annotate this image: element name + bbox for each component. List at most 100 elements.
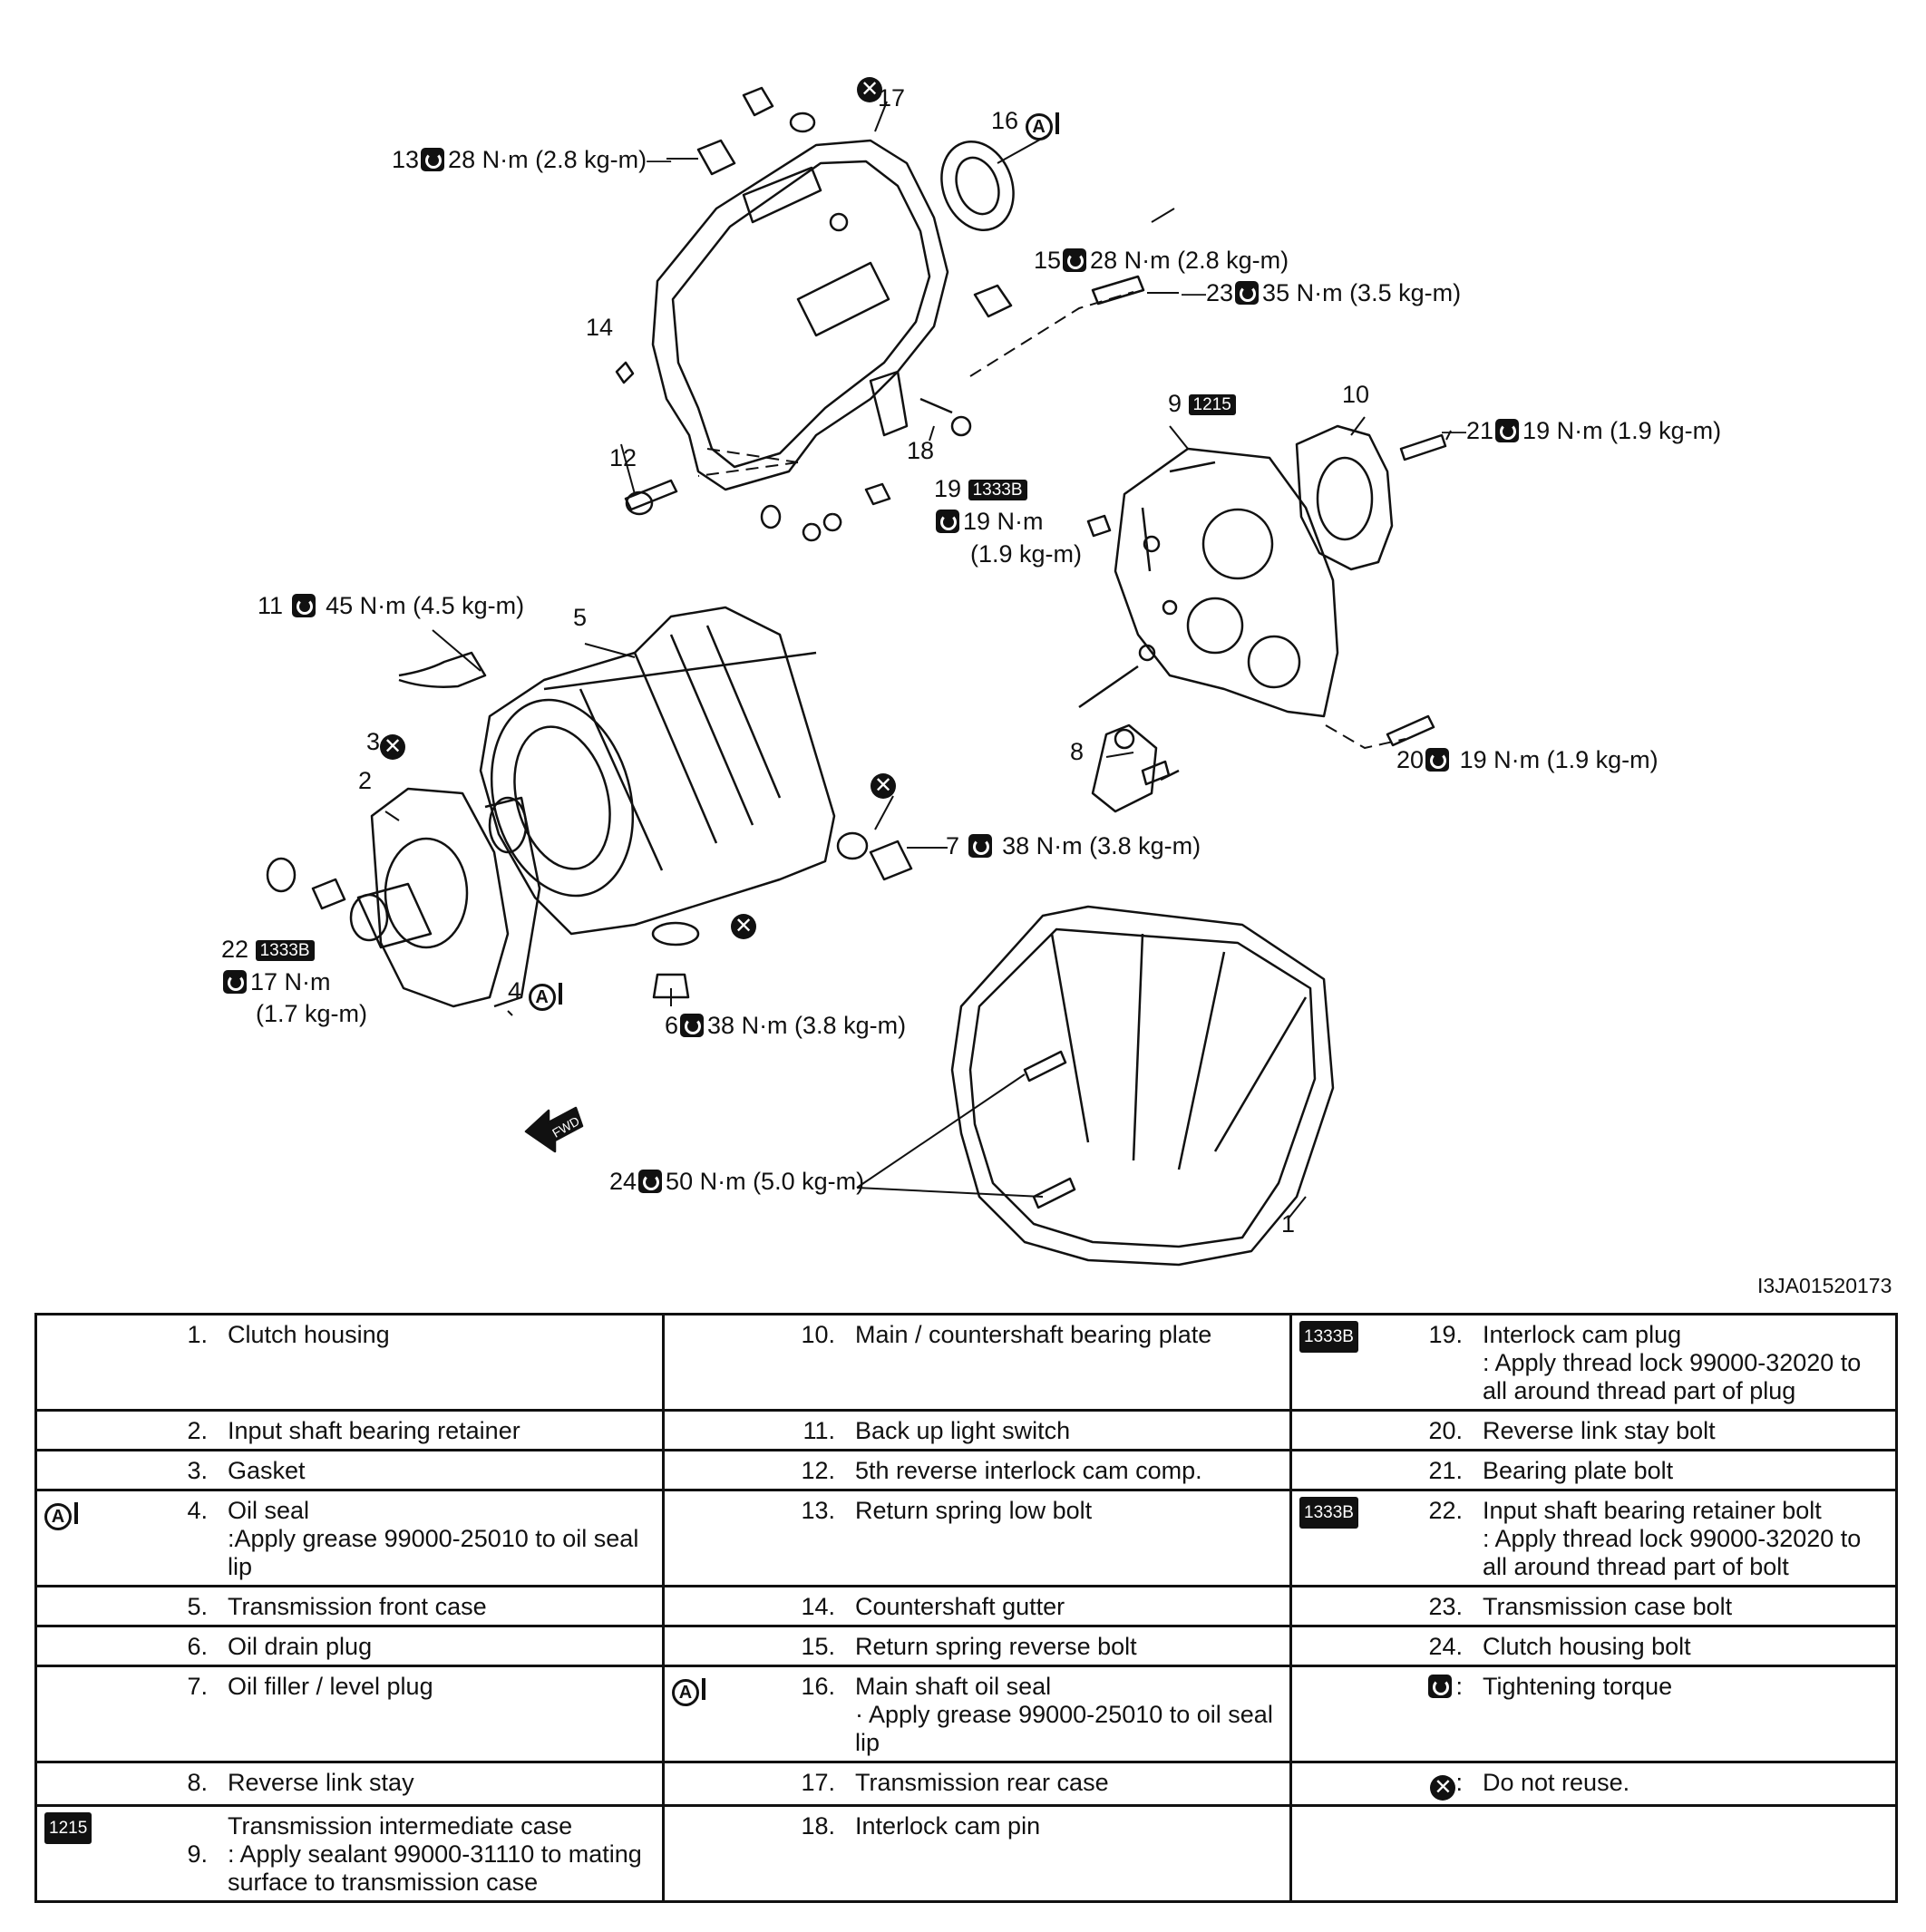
legend-cell: 23.Transmission case bolt bbox=[1289, 1585, 1898, 1627]
clutch-housing-part bbox=[950, 905, 1335, 1267]
grease-icon: A bbox=[528, 981, 562, 1011]
torque-icon bbox=[1428, 1675, 1453, 1698]
legend-cell: 5.Transmission front case bbox=[34, 1585, 665, 1627]
rear-case-part bbox=[651, 139, 949, 491]
legend-cell: :Tightening torque bbox=[1289, 1665, 1898, 1763]
torque-icon bbox=[680, 1014, 705, 1037]
callout-19-torque: 19 N·m bbox=[934, 510, 1044, 534]
legend-cell: 8.Reverse link stay bbox=[34, 1761, 665, 1807]
legend-cell: 10.Main / countershaft bearing plate bbox=[662, 1313, 1292, 1412]
legend-cell: ✕:Do not reuse. bbox=[1289, 1761, 1898, 1807]
do-not-reuse-icon-7: ✕ bbox=[871, 769, 896, 799]
do-not-reuse-icon: ✕ bbox=[857, 73, 882, 102]
legend-cell: 13.Return spring low bolt bbox=[662, 1489, 1292, 1587]
callout-18: 18 bbox=[907, 437, 935, 464]
parts-drawing bbox=[266, 86, 1452, 1267]
do-not-reuse-icon: ✕ bbox=[1430, 1775, 1456, 1801]
figure-code: I3JA01520173 bbox=[1757, 1274, 1892, 1297]
callout-4: 4 A bbox=[508, 979, 562, 1011]
torque-icon bbox=[291, 594, 316, 617]
legend-cell: 7.Oil filler / level plug bbox=[34, 1665, 665, 1763]
callout-8: 8 bbox=[1070, 738, 1085, 765]
grease-icon: A bbox=[44, 1499, 78, 1530]
torque-icon bbox=[1425, 748, 1450, 772]
legend-cell: 21.Bearing plate bolt bbox=[1289, 1449, 1898, 1491]
callout-9: 9 1215 bbox=[1168, 392, 1236, 416]
callout-3: 3✕ bbox=[366, 730, 406, 760]
table-row: 5.Transmission front case 14.Countershaf… bbox=[34, 1585, 1898, 1627]
parts-legend-table: 1.Clutch housing 10.Main / countershaft … bbox=[34, 1313, 1898, 1903]
table-row: 3.Gasket 12.5th reverse interlock cam co… bbox=[34, 1449, 1898, 1491]
do-not-reuse-washer-markers bbox=[760, 504, 782, 529]
callout-14: 14 bbox=[586, 314, 614, 341]
assembly-guide-lines bbox=[697, 291, 1406, 749]
torque-icon bbox=[968, 834, 992, 858]
legend-cell: 11.Back up light switch bbox=[662, 1409, 1292, 1451]
legend-cell: 14.Countershaft gutter bbox=[662, 1585, 1292, 1627]
callout-12: 12 bbox=[609, 444, 637, 471]
sealant-icon: 1215 bbox=[1188, 394, 1236, 415]
bearing-retainer-part bbox=[349, 787, 541, 1008]
legend-cell: 17.Transmission rear case bbox=[662, 1761, 1292, 1807]
legend-cell: 18.Interlock cam pin bbox=[662, 1804, 1292, 1903]
torque-icon bbox=[1063, 248, 1087, 272]
do-not-reuse-icon: ✕ bbox=[380, 734, 406, 760]
torque-icon bbox=[936, 510, 959, 533]
intermediate-case-part bbox=[1086, 447, 1339, 718]
legend-cell: 1.Clutch housing bbox=[34, 1313, 665, 1412]
threadlock-icon: 1333B bbox=[255, 940, 315, 961]
legend-cell: 3.Gasket bbox=[34, 1449, 665, 1491]
callout-1: 1 bbox=[1281, 1210, 1296, 1238]
switch-11-part bbox=[398, 651, 487, 688]
torque-icon bbox=[223, 970, 247, 994]
callout-17: 17 bbox=[878, 84, 906, 112]
legend-cell: 20.Reverse link stay bolt bbox=[1289, 1409, 1898, 1451]
table-row: 6.Oil drain plug 15.Return spring revers… bbox=[34, 1625, 1898, 1667]
callout-22: 22 1333B bbox=[221, 937, 315, 962]
legend-cell: 2.Input shaft bearing retainer bbox=[34, 1409, 665, 1451]
legend-cell: 12.5th reverse interlock cam comp. bbox=[662, 1449, 1292, 1491]
reverse-link-stay-part bbox=[1078, 665, 1180, 813]
torque-icon bbox=[421, 148, 445, 171]
callout-10: 10 bbox=[1342, 381, 1370, 408]
callout-22-torque: 17 N·m bbox=[221, 970, 331, 995]
front-case-part bbox=[479, 606, 836, 936]
leader-lines bbox=[384, 101, 1452, 1220]
callout-19-torque-kgm: (1.9 kg-m) bbox=[970, 540, 1083, 568]
table-row: 2.Input shaft bearing retainer 11.Back u… bbox=[34, 1409, 1898, 1451]
bearing-plate-part bbox=[1295, 424, 1447, 571]
callout-5: 5 bbox=[573, 604, 588, 631]
main-shaft-oil-seal-part bbox=[940, 141, 1015, 231]
bolt-20-part bbox=[1386, 714, 1435, 747]
plug-parts-top bbox=[615, 86, 1145, 542]
oil-seal-4-part bbox=[488, 796, 528, 854]
legend-cell: 15.Return spring reverse bolt bbox=[662, 1625, 1292, 1667]
threadlock-icon: 1333B bbox=[1299, 1497, 1358, 1529]
legend-cell bbox=[1289, 1804, 1898, 1903]
callout-19: 19 1333B bbox=[934, 477, 1027, 501]
legend-cell: 6.Oil drain plug bbox=[34, 1625, 665, 1667]
callout-20: 20 19 N·m (1.9 kg-m) bbox=[1396, 746, 1658, 773]
callout-2: 2 bbox=[358, 767, 373, 794]
table-row: 8.Reverse link stay 17.Transmission rear… bbox=[34, 1761, 1898, 1807]
callout-11: 11 45 N·m (4.5 kg-m) bbox=[258, 592, 525, 619]
legend-cell: 24.Clutch housing bolt bbox=[1289, 1625, 1898, 1667]
torque-icon bbox=[1495, 419, 1520, 442]
grease-icon: A bbox=[1025, 111, 1059, 141]
sealant-icon: 1215 bbox=[44, 1812, 92, 1844]
threadlock-icon: 1333B bbox=[968, 480, 1027, 500]
grease-icon: A bbox=[672, 1675, 705, 1706]
